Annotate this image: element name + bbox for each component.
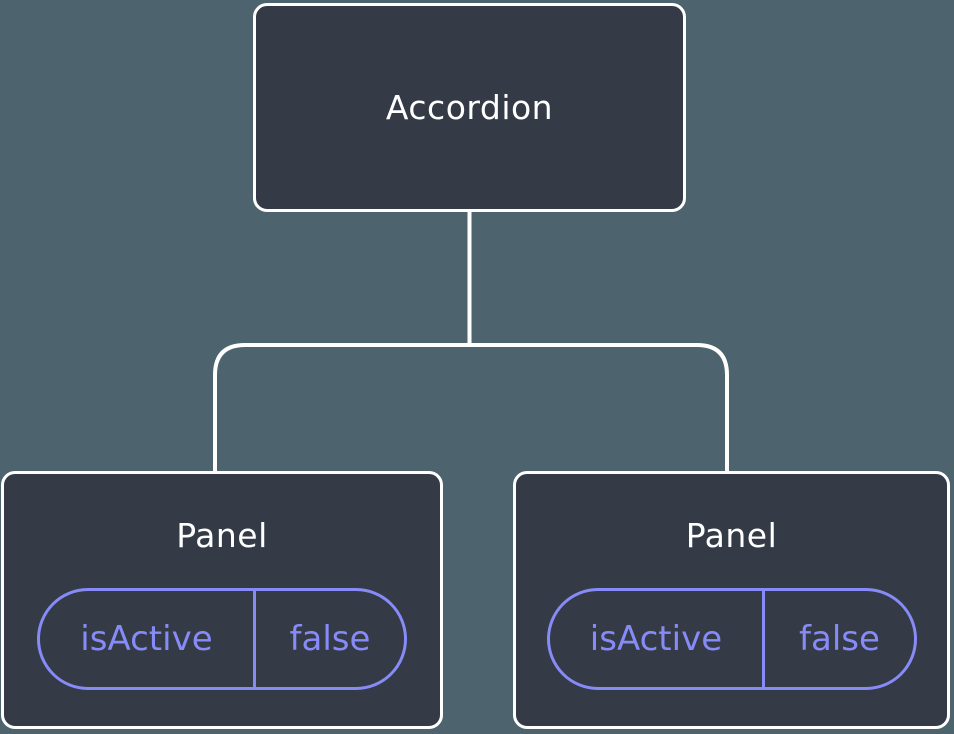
state-value: false [252,591,404,687]
state-pill: isActive false [37,588,407,690]
component-node-panel-right: Panel isActive false [513,471,950,729]
state-pill: isActive false [546,588,917,690]
component-label: Panel [685,516,778,555]
state-value: false [762,591,913,687]
component-label: Panel [176,516,268,555]
state-name: isActive [80,619,213,659]
component-node-panel-left: Panel isActive false [1,471,443,729]
component-node-accordion: Accordion [253,3,686,212]
state-name: isActive [589,619,723,659]
connector-bracket [213,343,729,471]
component-label: Accordion [385,88,554,127]
